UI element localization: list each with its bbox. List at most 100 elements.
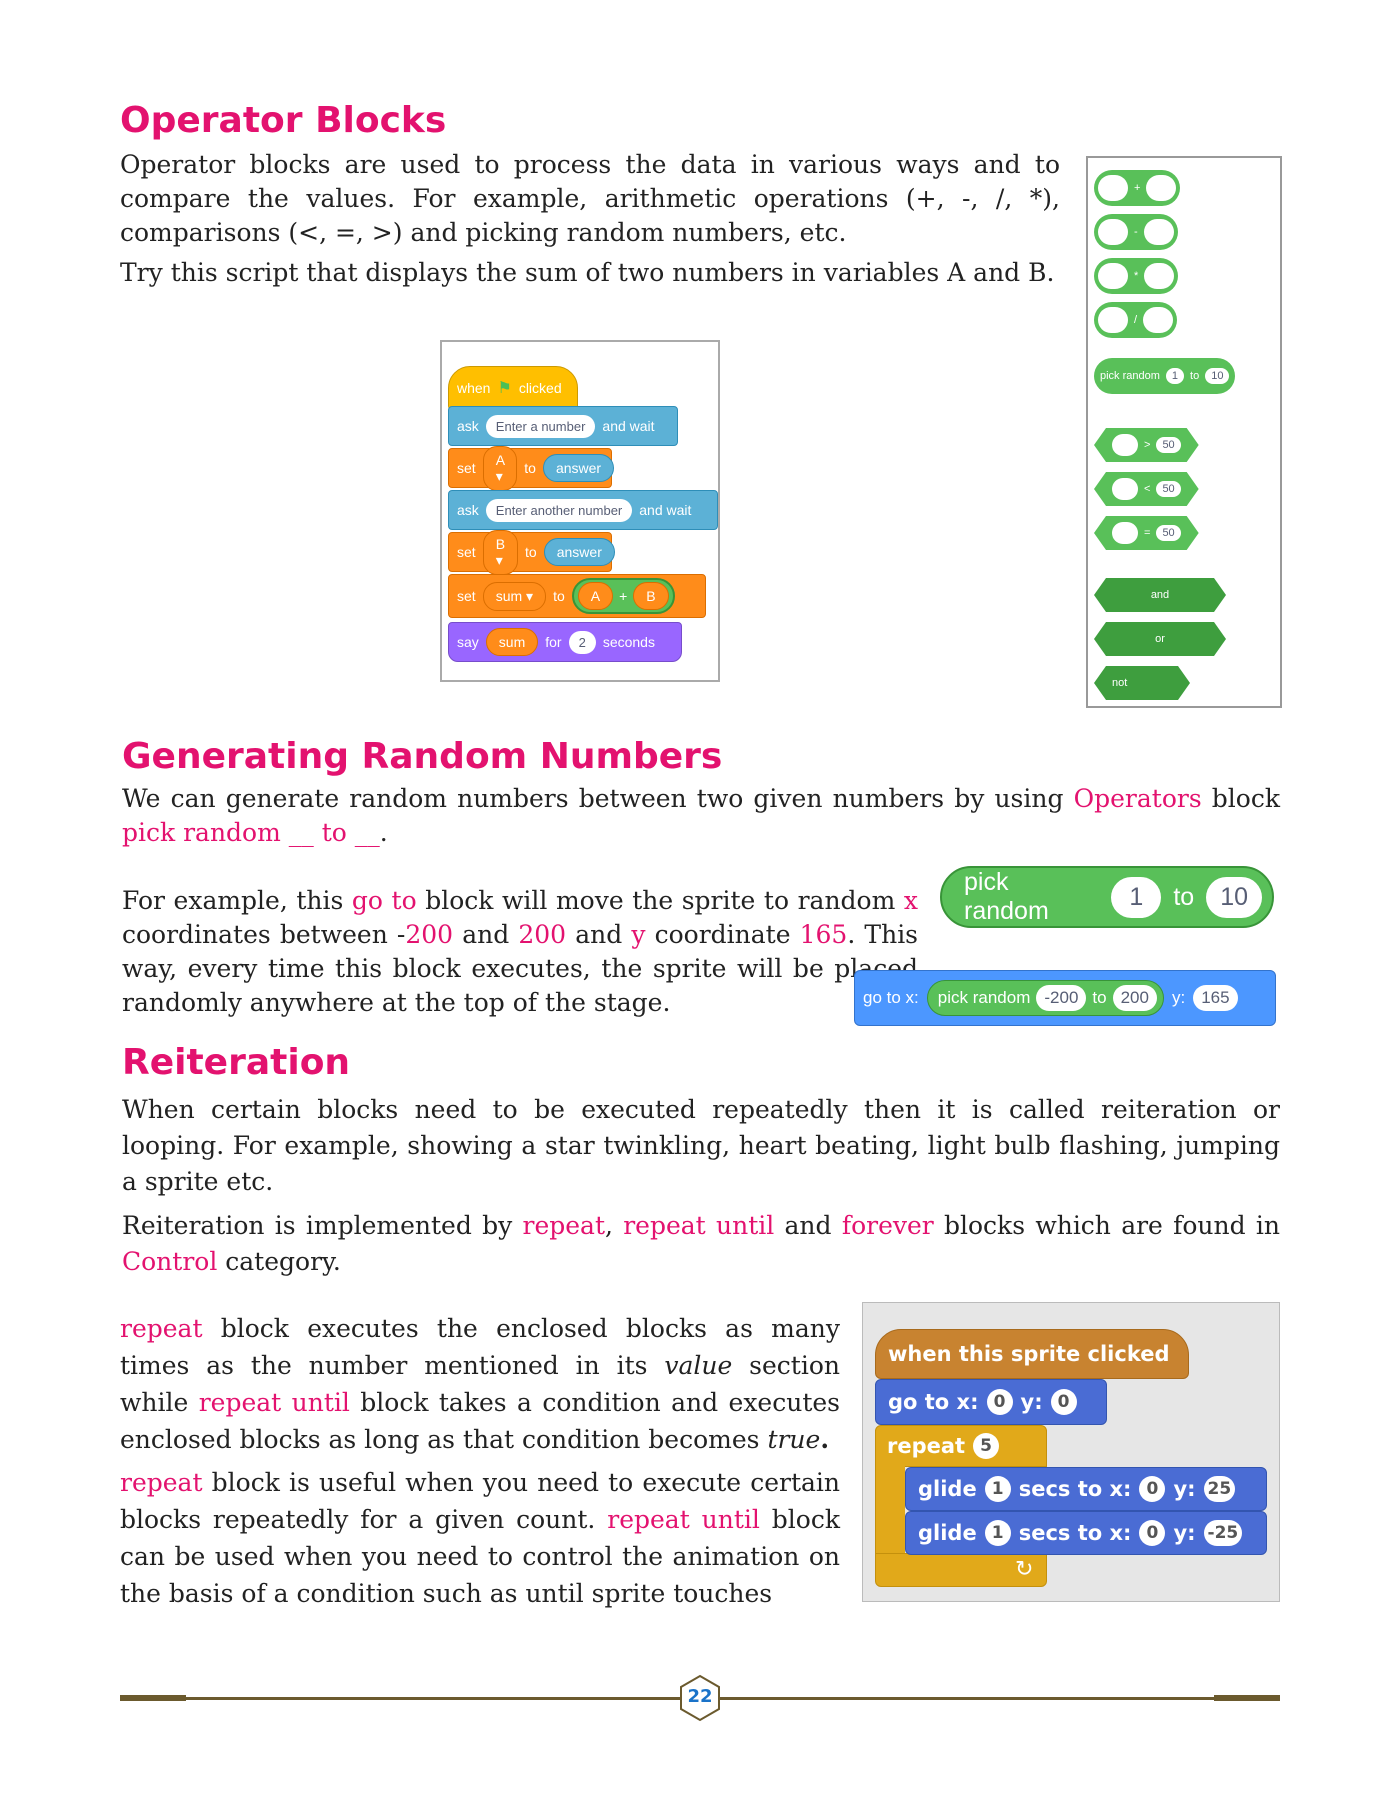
repeat-explanation-paragraph: repeat block executes the enclosed block… — [120, 1310, 840, 1458]
text: For example, this — [122, 886, 352, 915]
goto-example-paragraph: For example, this go to block will move … — [122, 884, 918, 1020]
op-sign: = — [1144, 527, 1151, 539]
greater-than-block[interactable]: >50 — [1094, 428, 1199, 462]
num-term: 200 — [518, 920, 567, 949]
set-sum-block[interactable]: set sum ▾ to A + B — [448, 574, 706, 618]
variable-b-reporter[interactable]: B — [633, 582, 669, 610]
or-block[interactable]: or — [1094, 622, 1226, 656]
subtract-operator-block[interactable]: - — [1094, 214, 1178, 250]
divide-operator-block[interactable]: / — [1094, 302, 1178, 338]
y-input[interactable]: 25 — [1203, 1476, 1236, 1502]
set-b-block[interactable]: set B ▾ to answer — [448, 529, 615, 575]
operator-palette: + - * / pick random 1 to 10 >50 <50 =50 … — [1086, 156, 1282, 708]
less-than-block[interactable]: <50 — [1094, 472, 1199, 506]
try-script-paragraph: Try this script that displays the sum of… — [120, 258, 1055, 287]
pick-random-label: pick random — [964, 868, 1049, 925]
clicked-label: clicked — [518, 380, 562, 396]
multiply-operator-block[interactable]: * — [1094, 258, 1179, 294]
footer-rule-left — [120, 1697, 680, 1700]
page-number: 22 — [687, 1686, 713, 1707]
variable-dropdown-sum[interactable]: sum ▾ — [482, 581, 547, 611]
ask-label: ask — [457, 502, 479, 518]
true-term: true — [767, 1425, 821, 1454]
and-block[interactable]: and — [1094, 578, 1226, 612]
to-label: to — [1173, 882, 1195, 911]
from-input[interactable]: -200 — [1036, 985, 1087, 1011]
secs-input[interactable]: 1 — [984, 1520, 1011, 1546]
and-wait-label: and wait — [639, 502, 692, 518]
num-term: 165 — [799, 920, 848, 949]
variable-dropdown-b[interactable]: B ▾ — [482, 529, 519, 575]
page-number-badge: 22 — [678, 1674, 722, 1722]
answer-reporter[interactable]: answer — [542, 454, 615, 482]
to-input[interactable]: 200 — [1112, 985, 1157, 1011]
y-input[interactable]: -25 — [1203, 1520, 1243, 1546]
from-input[interactable]: 1 — [1165, 368, 1185, 384]
ask-block-2[interactable]: ask Enter another number and wait — [448, 490, 718, 530]
to-label: to — [524, 460, 536, 476]
pick-random-palette-block[interactable]: pick random 1 to 10 — [1094, 358, 1236, 394]
from-input[interactable]: 1 — [1111, 876, 1162, 918]
when-sprite-clicked-hat[interactable]: when this sprite clicked — [875, 1329, 1189, 1379]
to-label: to — [1092, 988, 1107, 1007]
pick-random-reporter[interactable]: pick random -200 to 200 — [926, 980, 1164, 1016]
add-operator-block[interactable]: + — [1094, 170, 1181, 206]
repeat-c-block[interactable]: repeat 5 ↻ — [875, 1425, 1047, 1587]
text: and — [453, 920, 519, 949]
ask-prompt-2[interactable]: Enter another number — [485, 498, 633, 522]
compare-value[interactable]: 50 — [1156, 525, 1180, 541]
say-for-seconds-block[interactable]: say sum for 2 seconds — [448, 622, 682, 662]
text: We can generate random numbers between t… — [122, 784, 1074, 813]
glide-block-1[interactable]: glide 1 secs to x: 0 y: 25 — [905, 1467, 1267, 1511]
forever-term: forever — [841, 1211, 934, 1240]
x-input[interactable]: 0 — [1139, 1520, 1166, 1546]
seconds-input[interactable]: 2 — [568, 630, 596, 654]
variable-a-reporter[interactable]: A — [577, 582, 614, 610]
text: . — [379, 818, 388, 847]
equals-block[interactable]: = 50 — [1094, 516, 1199, 550]
ask-prompt-1[interactable]: Enter a number — [485, 414, 596, 438]
seconds-label: seconds — [602, 634, 655, 650]
when-label: when — [457, 380, 491, 396]
op-sign: / — [1134, 314, 1138, 326]
random-intro-paragraph: We can generate random numbers between t… — [122, 782, 1280, 850]
x-input[interactable]: 0 — [1139, 1476, 1166, 1502]
when-flag-clicked-block[interactable]: when ⚑ clicked — [448, 366, 578, 410]
goto-random-block[interactable]: go to x: pick random -200 to 200 y: 165 — [854, 970, 1276, 1026]
ask-block-1[interactable]: ask Enter a number and wait — [448, 406, 678, 446]
control-term: Control — [122, 1247, 218, 1276]
goto-label: go to x: — [888, 1390, 979, 1414]
loop-arrow-icon: ↻ — [1015, 1557, 1034, 1582]
compare-value[interactable]: 50 — [1156, 481, 1180, 497]
answer-reporter[interactable]: answer — [543, 538, 615, 566]
not-label: not — [1112, 677, 1128, 689]
footer-rule-right — [720, 1697, 1280, 1700]
reiteration-intro-paragraph: When certain blocks need to be executed … — [122, 1095, 1280, 1196]
repeat-until-term: repeat until — [607, 1505, 760, 1534]
glide-block-2[interactable]: glide 1 secs to x: 0 y: -25 — [905, 1511, 1267, 1555]
repeat-header: repeat 5 — [875, 1425, 1011, 1467]
x-input[interactable]: 0 — [986, 1389, 1013, 1415]
value-term: value — [664, 1351, 733, 1380]
y-term: y — [631, 920, 646, 949]
y-input[interactable]: 165 — [1193, 985, 1238, 1011]
addition-operator[interactable]: A + B — [571, 578, 675, 614]
to-input[interactable]: 10 — [1205, 368, 1230, 384]
op-sign: > — [1144, 439, 1151, 451]
sum-reporter[interactable]: sum — [485, 628, 539, 656]
variable-dropdown-a[interactable]: A ▾ — [482, 445, 518, 491]
goto-xy-block[interactable]: go to x: 0 y: 0 — [875, 1379, 1107, 1425]
heading-random-numbers: Generating Random Numbers — [122, 736, 723, 777]
set-a-block[interactable]: set A ▾ to answer — [448, 445, 615, 491]
and-label: and — [1150, 589, 1170, 601]
secs-input[interactable]: 1 — [984, 1476, 1011, 1502]
repeat-usage-paragraph: repeat block is useful when you need to … — [120, 1464, 840, 1612]
not-block[interactable]: not — [1094, 666, 1190, 700]
pick-random-large-block[interactable]: pick random 1 to 10 — [940, 866, 1274, 928]
op-sign: + — [1134, 182, 1141, 194]
repeat-count-input[interactable]: 5 — [973, 1433, 1000, 1459]
to-input[interactable]: 10 — [1206, 876, 1262, 918]
goto-term: go to — [351, 886, 417, 915]
y-input[interactable]: 0 — [1050, 1389, 1077, 1415]
compare-value[interactable]: 50 — [1156, 437, 1180, 453]
